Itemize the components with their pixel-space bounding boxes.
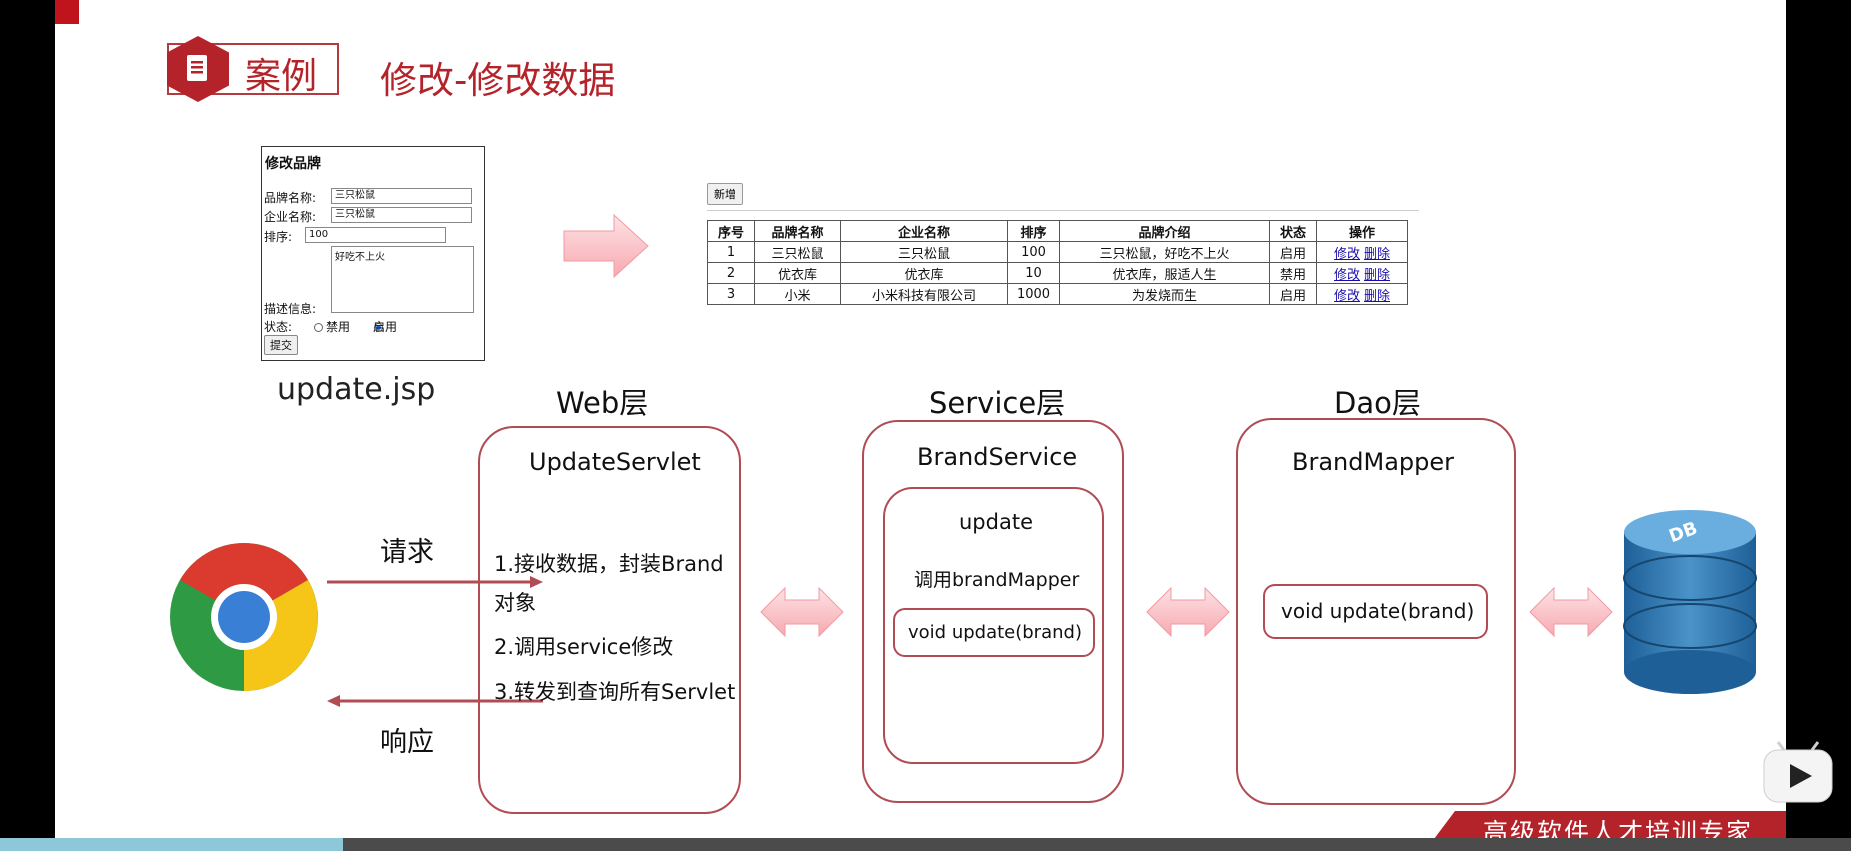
update-method-box [883, 487, 1104, 764]
header-cell: 状态 [1269, 220, 1317, 242]
web-layer-title: Web层 [556, 386, 649, 420]
service-signature: void update(brand) [908, 622, 1082, 643]
header-cell: 品牌名称 [754, 220, 841, 242]
servlet-step-1a: 1.接收数据，封装Brand [494, 552, 724, 576]
play-button-icon[interactable] [1762, 740, 1836, 804]
table-cell: 启用 [1269, 241, 1317, 263]
description-textarea[interactable]: 好吃不上火 [331, 246, 474, 313]
table-cell: 三只松鼠 [754, 241, 841, 263]
form-title: 修改品牌 [265, 156, 321, 172]
case-label: 案例 [245, 56, 318, 97]
table-actions-cell: 修改删除 [1316, 283, 1408, 305]
status-enabled-radio[interactable] [373, 323, 383, 332]
table-cell: 3 [707, 283, 755, 305]
brand-service-box [862, 420, 1124, 803]
right-arrow [563, 213, 649, 279]
edit-link[interactable]: 修改 [1333, 267, 1360, 283]
order-input[interactable]: 100 [305, 227, 446, 243]
order-label: 排序: [264, 230, 293, 244]
table-cell: 优衣库 [840, 262, 1008, 284]
table-cell: 三只松鼠 [840, 241, 1008, 263]
chrome-icon [170, 543, 318, 691]
table-row: 1 三只松鼠 三只松鼠 100 三只松鼠，好吃不上火 启用 修改删除 [707, 241, 1408, 263]
double-arrow-dao-db [1529, 586, 1613, 638]
edit-link[interactable]: 修改 [1333, 246, 1360, 262]
document-icon [187, 55, 207, 81]
servlet-step-2: 2.调用service修改 [494, 635, 674, 659]
header-cell: 排序 [1007, 220, 1060, 242]
mapper-signature: void update(brand) [1281, 599, 1475, 623]
servlet-step-3: 3.转发到查询所有Servlet [494, 680, 736, 704]
mapper-title: BrandMapper [1292, 448, 1454, 476]
database-icon [1623, 510, 1757, 694]
delete-link[interactable]: 删除 [1364, 246, 1391, 262]
double-arrow-service-dao [1146, 586, 1230, 638]
progress-track[interactable] [0, 838, 1851, 851]
table-cell: 2 [707, 262, 755, 284]
request-label: 请求 [380, 537, 434, 568]
table-cell: 优衣库 [754, 262, 841, 284]
status-label: 状态: [264, 320, 293, 334]
table-cell: 1000 [1007, 283, 1060, 305]
page-title: 修改-修改数据 [380, 59, 616, 102]
service-signature-box [893, 608, 1095, 657]
dao-layer-title: Dao层 [1334, 386, 1421, 420]
service-call: 调用brandMapper [914, 569, 1080, 591]
add-button[interactable]: 新增 [707, 183, 743, 205]
brand-name-label: 品牌名称: [264, 191, 317, 205]
response-arrow [327, 695, 543, 707]
servlet-title: UpdateServlet [529, 448, 701, 476]
header-cell: 品牌介绍 [1059, 220, 1270, 242]
brand-name-input[interactable]: 三只松鼠 [331, 188, 472, 204]
slide: 案例 修改-修改数据 修改品牌 品牌名称: 三只松鼠 企业名称: 三只松鼠 排序… [55, 0, 1786, 851]
update-form: 修改品牌 品牌名称: 三只松鼠 企业名称: 三只松鼠 排序: 100 好吃不上火… [261, 146, 485, 361]
service-title: BrandService [917, 443, 1078, 471]
update-servlet-box [478, 426, 741, 814]
divider [707, 210, 1419, 211]
company-name-label: 企业名称: [264, 210, 317, 224]
status-enabled-label: 启用 [373, 320, 398, 334]
response-label: 响应 [380, 727, 434, 758]
service-layer-title: Service层 [929, 386, 1066, 420]
double-arrow-web-service [760, 586, 844, 638]
table-cell: 小米 [754, 283, 841, 305]
corner-mark [55, 0, 79, 24]
header-cell: 序号 [707, 220, 755, 242]
table-cell: 小米科技有限公司 [840, 283, 1008, 305]
delete-link[interactable]: 删除 [1364, 288, 1391, 304]
table-row: 2 优衣库 优衣库 10 优衣库，服适人生 禁用 修改删除 [707, 262, 1408, 284]
submit-button[interactable]: 提交 [264, 335, 298, 355]
table-header-row: 序号 品牌名称 企业名称 排序 品牌介绍 状态 操作 [707, 220, 1408, 242]
table-cell: 10 [1007, 262, 1060, 284]
table-actions-cell: 修改删除 [1316, 241, 1408, 263]
table-cell: 优衣库，服适人生 [1059, 262, 1270, 284]
brand-mapper-box [1236, 418, 1516, 805]
delete-link[interactable]: 删除 [1364, 267, 1391, 283]
table-cell: 为发烧而生 [1059, 283, 1270, 305]
description-label: 描述信息: [264, 302, 317, 316]
update-jsp-label: update.jsp [277, 372, 436, 407]
table-actions-cell: 修改删除 [1316, 262, 1408, 284]
table-cell: 禁用 [1269, 262, 1317, 284]
request-arrow [327, 576, 543, 588]
company-name-input[interactable]: 三只松鼠 [331, 207, 472, 223]
status-disabled-label: 禁用 [326, 320, 351, 334]
table-row: 3 小米 小米科技有限公司 1000 为发烧而生 启用 修改删除 [707, 283, 1408, 305]
table-cell: 1 [707, 241, 755, 263]
header-cell: 企业名称 [840, 220, 1008, 242]
status-disabled-radio[interactable] [314, 323, 323, 332]
service-method: update [959, 510, 1033, 534]
brand-table: 序号 品牌名称 企业名称 排序 品牌介绍 状态 操作 1 三只松鼠 三只松鼠 1… [707, 220, 1408, 305]
table-cell: 三只松鼠，好吃不上火 [1059, 241, 1270, 263]
header-cell: 操作 [1316, 220, 1408, 242]
progress-fill [0, 838, 343, 851]
mapper-signature-box [1263, 584, 1488, 639]
table-cell: 100 [1007, 241, 1060, 263]
servlet-step-1b: 对象 [494, 591, 536, 615]
table-cell: 启用 [1269, 283, 1317, 305]
edit-link[interactable]: 修改 [1333, 288, 1360, 304]
